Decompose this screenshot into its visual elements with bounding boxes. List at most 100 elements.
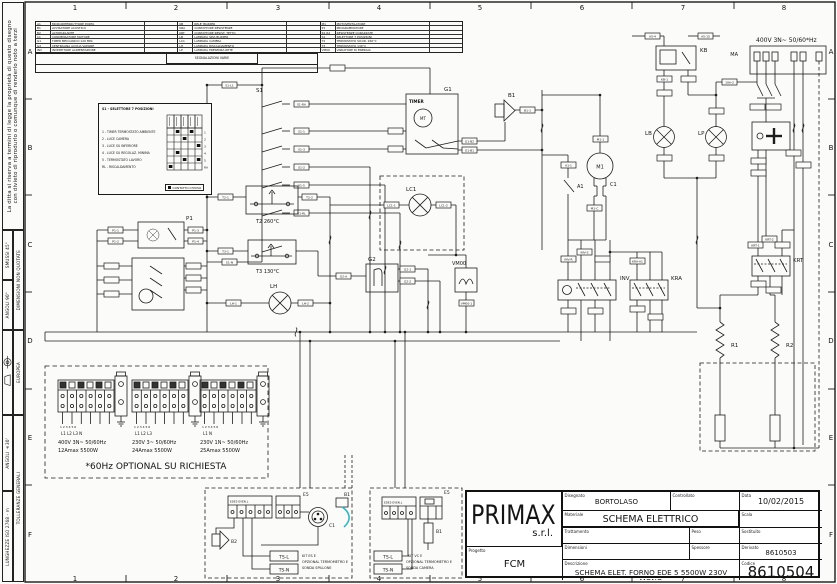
- primax-logo: PRIMAX: [471, 500, 556, 531]
- mt-label: MT: [420, 116, 426, 121]
- kit1-c1-label: C1: [329, 523, 335, 529]
- svg-text:B1-1: B1-1: [524, 109, 531, 113]
- svg-text:KIT ES E: KIT ES E: [302, 554, 316, 558]
- scala-cell: Scala: [739, 510, 822, 527]
- lb-label: LB: [645, 131, 652, 137]
- svg-text:INV-R: INV-R: [564, 258, 572, 262]
- svg-text:E: E: [28, 434, 32, 442]
- kit1-b2-label: B2: [231, 539, 237, 545]
- filled-square-icon: [167, 185, 171, 190]
- svg-text:G2-1: G2-1: [404, 268, 411, 272]
- svg-text:8: 8: [782, 4, 786, 12]
- title-block: PRIMAX s.r.l. Progetto FCM Disegnato BOR…: [465, 490, 822, 580]
- power-note: *60Hz OPTIONAL SU RICHIESTA: [86, 462, 228, 472]
- kit2-strip-label: EDE5 EVEN.L: [384, 501, 403, 505]
- projection-symbol: [2, 330, 13, 415]
- power-terminal-numbers: 1 2 3 4 5 6 1 2 3 4 5 6 1 2 3 4 5 6: [60, 425, 218, 429]
- kit2-caption: KIT VC E OPZIONAL TERMOMETRO E SONDA CAM…: [406, 554, 452, 570]
- svg-text:S1-1: S1-1: [298, 130, 305, 134]
- m1-label: M1: [596, 165, 604, 171]
- timer-label: TIMER: [409, 99, 424, 104]
- t2-label: T2 260°C: [255, 219, 280, 225]
- spessore-cell: Spessore: [689, 543, 739, 559]
- footer-label: SEGNALAZIONI VARIE: [166, 54, 258, 64]
- ma-label: MA: [730, 52, 738, 58]
- svg-text:19A-2: 19A-2: [725, 81, 734, 85]
- lc1-lamp: LC1-1 LC1-2 LC1: [330, 175, 465, 255]
- svg-text:L1 N: L1 N: [203, 431, 212, 436]
- svg-text:P1-3: P1-3: [192, 229, 199, 233]
- svg-text:12Amax 5500W: 12Amax 5500W: [58, 448, 98, 454]
- krt-contactor: KRT-1 KRT-2 KRT: [697, 229, 804, 322]
- svg-text:7: 7: [681, 4, 685, 12]
- svg-text:LC1-1: LC1-1: [387, 204, 396, 208]
- inv-contactor: INV-R INV-S INV: [557, 239, 630, 341]
- svg-text:SONDA SPILLONE: SONDA SPILLONE: [302, 566, 332, 570]
- svg-text:C: C: [829, 241, 834, 249]
- inv-label: INV: [620, 276, 630, 282]
- power-wire-names: L1 L2 L3 N L1 L2 L3 L1 N: [61, 431, 212, 436]
- svg-text:L1 L2 L3 N: L1 L2 L3 N: [61, 431, 82, 436]
- c1-label: C1: [610, 182, 617, 188]
- kit-camera-box: EDE5 EVEN.L E5 B1 TS-L TS-N KIT VC E OPZ…: [369, 487, 463, 579]
- g1-label: G1: [444, 87, 452, 93]
- svg-text:230V 3~ 50/60Hz: 230V 3~ 50/60Hz: [132, 440, 177, 446]
- lh-lamp: LH-1 LH-2 LH: [207, 284, 330, 315]
- kit2-tsl: TS-L: [382, 555, 393, 561]
- svg-text:A: A: [829, 48, 834, 56]
- svg-text:T3-1: T3-1: [221, 250, 229, 254]
- svg-text:P1-4: P1-4: [192, 240, 199, 244]
- svg-text:S1-2: S1-2: [298, 166, 305, 170]
- svg-text:D: D: [828, 337, 833, 345]
- kit1-tsl: TS-L: [278, 555, 289, 561]
- legend-title: S1 - SELETTORE 7 POSIZIONI: [102, 107, 154, 111]
- svg-text:3: 3: [276, 575, 280, 583]
- svg-text:T2-1: T2-1: [221, 196, 229, 200]
- svg-text:P1-1: P1-1: [112, 229, 119, 233]
- svg-text:S1-RL: S1-RL: [297, 212, 306, 216]
- trattamento-cell: Trattamento: [562, 527, 689, 543]
- svg-text:3: 3: [204, 145, 206, 149]
- svg-text:8: 8: [782, 575, 786, 583]
- g2-label: G2: [368, 257, 376, 263]
- sostituito-cell: Sostituito: [739, 527, 822, 543]
- svg-text:G1-B2: G1-B2: [465, 140, 474, 144]
- ma-supply: 400V 3N~ 50/60*Hz MA: [730, 37, 827, 448]
- heating-elements: R1 R2: [699, 321, 819, 452]
- svg-text:1 2 3 4 5 6: 1 2 3 4 5 6: [134, 425, 150, 429]
- g2-unit: G2-1 G2-2 G2: [365, 257, 441, 332]
- svg-text:M1-C: M1-C: [591, 207, 599, 211]
- s1-label: S1: [256, 88, 263, 94]
- svg-text:LH-1: LH-1: [230, 302, 237, 306]
- g1-timer: G1-B2 G1-B1 G1 TIMER MT: [405, 87, 542, 155]
- m1-motor: M1 M1-1 M1-C C1 A1-1 A1: [542, 95, 617, 240]
- krt-label: KRT: [793, 258, 804, 264]
- svg-text:T2-2: T2-2: [305, 196, 313, 200]
- p1-label: P1: [186, 216, 193, 222]
- primax-logo-sub: s.r.l.: [532, 528, 553, 539]
- svg-text:INV-S: INV-S: [581, 251, 589, 255]
- dimensioni-cell: Dimensioni: [562, 543, 689, 559]
- kit-spillone-box: EDE5 EVEN.L E5 C1 B1 B2 TS-L TS-N KIT ES…: [204, 487, 353, 579]
- r2-label: R2: [786, 343, 793, 349]
- svg-text:LC1-2: LC1-2: [439, 204, 448, 208]
- supply-voltage-label: 400V 3N~ 50/60*Hz: [756, 37, 817, 44]
- svg-text:5: 5: [478, 575, 482, 583]
- svg-text:KRT-2: KRT-2: [765, 238, 773, 242]
- kb-label: KB: [700, 48, 708, 54]
- codice-value: 8610504: [747, 563, 815, 580]
- svg-text:LH-2: LH-2: [302, 302, 309, 306]
- svg-text:S1-5: S1-5: [298, 184, 305, 188]
- closed-contact-note: CONTATTO CHIUSO: [165, 184, 204, 191]
- kit1-corner-label: E5: [303, 492, 309, 498]
- descrizione-value: SCHEMA ELET. FORNO EDE 5 5500W 230V MONO: [574, 568, 728, 580]
- svg-text:7: 7: [681, 575, 685, 583]
- svg-text:S1-3: S1-3: [298, 148, 305, 152]
- selector-matrix: 1 2 3 4 5 RA: [166, 114, 209, 171]
- derivato-value: 8610503: [765, 549, 797, 557]
- materiale-cell: Materiale SCHEMA ELETTRICO: [562, 510, 739, 527]
- svg-text:F: F: [829, 531, 833, 539]
